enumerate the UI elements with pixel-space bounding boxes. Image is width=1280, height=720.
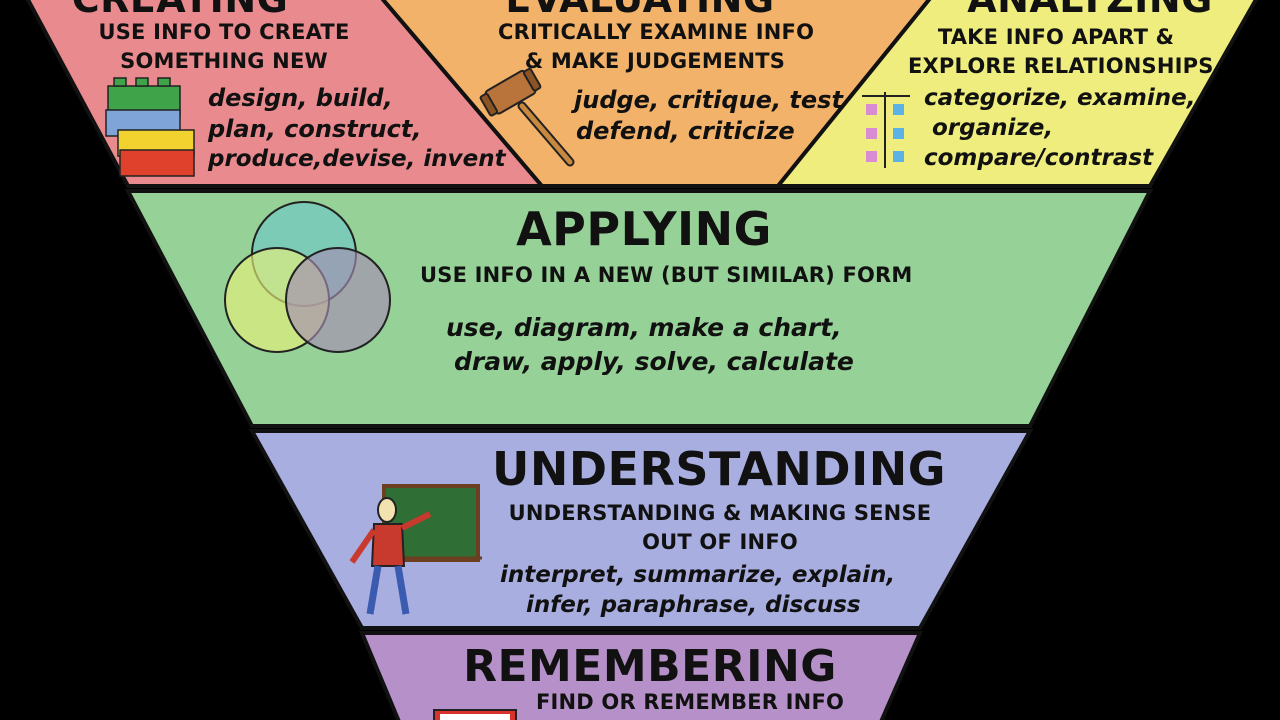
- analyzing-description-line-2: EXPLORE RELATIONSHIPS: [908, 54, 1214, 78]
- understanding-verbs-line-1: interpret, summarize, explain,: [500, 562, 896, 588]
- understanding-verbs-line-2: infer, paraphrase, discuss: [526, 592, 861, 618]
- evaluating-description-line-1: CRITICALLY EXAMINE INFO: [498, 20, 815, 44]
- applying-band: [124, 189, 1154, 428]
- lego-blocks-icon: [105, 77, 195, 177]
- venn-diagram-icon: [224, 201, 391, 353]
- understanding-title: UNDERSTANDING: [492, 442, 946, 496]
- understanding-description-line-1: UNDERSTANDING & MAKING SENSE: [508, 501, 932, 525]
- applying-title: APPLYING: [516, 202, 772, 256]
- analyzing-title: ANALYZING: [940, 0, 1240, 18]
- applying-description: USE INFO IN A NEW (BUT SIMILAR) FORM: [420, 263, 913, 287]
- understanding-band: [248, 429, 1034, 630]
- analyzing-verbs-line-2: organize,: [932, 115, 1054, 141]
- evaluating-description-line-2: & MAKE JUDGEMENTS: [524, 49, 786, 73]
- applying-verbs-line-2: draw, apply, solve, calculate: [454, 347, 854, 376]
- analyzing-verbs-line-3: compare/contrast: [924, 145, 1154, 171]
- evaluating-verbs-line-1: judge, critique, test: [574, 86, 843, 114]
- creating-verbs-line-1: design, build,: [208, 84, 393, 112]
- creating-description-line-1: USE INFO TO CREATE: [98, 20, 350, 44]
- evaluating-verbs-line-2: defend, criticize: [576, 117, 795, 145]
- remembering-title: REMEMBERING: [463, 641, 837, 692]
- applying-verbs-line-1: use, diagram, make a chart,: [446, 313, 842, 342]
- remembering-description: FIND OR REMEMBER INFO: [535, 690, 845, 714]
- creating-verbs-line-3: produce,devise, invent: [208, 146, 506, 172]
- remembering-band: [358, 631, 924, 720]
- book-icon: [433, 709, 517, 720]
- analyzing-verbs-line-1: categorize, examine,: [924, 85, 1196, 111]
- evaluating-title: EVALUATING: [480, 0, 800, 18]
- creating-title: CREATING: [60, 0, 300, 18]
- understanding-description-line-2: OUT OF INFO: [642, 530, 798, 554]
- gavel-icon: [479, 67, 575, 167]
- creating-description-line-2: SOMETHING NEW: [120, 49, 328, 73]
- analyzing-description-line-1: TAKE INFO APART &: [937, 25, 1175, 49]
- creating-verbs-line-2: plan, construct,: [208, 115, 422, 143]
- teacher-at-chalkboard-icon: [349, 484, 482, 615]
- sorting-chart-icon: [862, 92, 910, 168]
- analyzing-band: [773, 0, 1259, 188]
